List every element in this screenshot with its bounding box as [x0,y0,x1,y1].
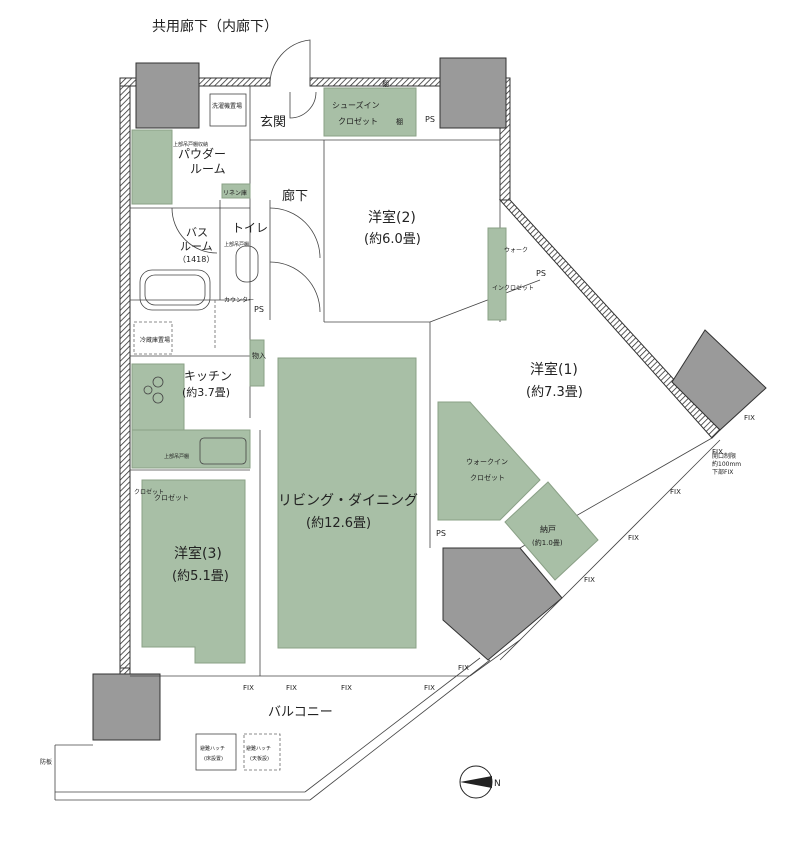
bath-label-2: ルーム [180,240,213,253]
fix-label-4: FIX [424,684,435,692]
kitchen-cabinet-label: 上部吊戸棚 [164,453,189,460]
shelf-label-a: 棚 [382,79,389,88]
kitchen-label: キッチン [184,369,232,383]
fixtures [133,93,281,771]
fix-label-6: FIX [584,576,595,584]
wic-label-1: ウォークイン [466,458,508,466]
toilet-storage-label: 上部吊戸棚 [224,241,249,248]
fridge-label: 冷蔵庫置場 [140,336,170,344]
powder-storage-label: 上部吊戸棚収納 [173,141,208,148]
ps-right-label: PS [536,269,546,278]
closet-ku-size-label: (約1.0畳) [532,538,563,547]
ldk-label: リビング・ダイニング [278,493,418,509]
fix-label-2: FIX [286,684,297,692]
room3-label: 洋室(3) [174,545,222,562]
north-label: N [494,779,501,789]
fix-label-9: FIX [712,448,723,456]
closet-small-label: クロゼット [134,488,164,496]
fix-label-8: FIX [670,488,681,496]
bath-size-label: （1418） [178,255,214,264]
ldk-size-label: (約12.6畳) [306,516,371,531]
window-note-3: 下部FIX [712,468,733,476]
floor-areas [131,87,599,664]
entrance-label: 玄関 [260,115,286,130]
hatch-1-label-b: (床設置) [204,755,223,762]
shoes-closet-label-2: クロゼット [338,116,378,126]
ps-top-label: PS [425,115,435,124]
room1-label: 洋室(1) [530,361,578,378]
closet-ku-label: 納戸 [540,524,556,534]
fix-label-10: FIX [744,414,755,422]
hatch-2-label-a: 避難ハッチ [246,745,271,752]
wic-label-2: クロゼット [470,473,505,482]
room-labels: 共用廊下（内廊下） 玄関 廊下 シューズイン クロゼット 棚 棚 PS 洗濯機置… [40,18,755,789]
fix-label-5: FIX [458,664,469,672]
fix-label-7: FIX [628,534,639,542]
room2-size-label: (約6.0畳) [364,232,421,247]
window-note-2: 約100mm [712,460,741,468]
pillars [92,57,767,741]
doors [171,39,321,350]
fence-label: 防板 [40,758,52,766]
window-note-1: 開口制限 [712,452,736,460]
hallway-label: 廊下 [282,188,308,204]
ps-bottom-label: PS [436,529,446,538]
room2-label: 洋室(2) [368,209,416,226]
shelf-label-b: 棚 [396,117,403,126]
ps-toilet-label: PS [254,305,264,314]
kitchen-size-label: (約3.7畳) [182,385,230,399]
fix-label-1: FIX [243,684,254,692]
powder-room-label-1: パウダー [178,146,226,161]
fix-label-3: FIX [341,684,352,692]
hatch-1-label-a: 避難ハッチ [200,745,225,752]
toilet-label: トイレ [232,221,268,235]
balcony-label: バルコニー [268,705,333,720]
corridor-label: 共用廊下（内廊下） [152,18,278,35]
shoes-closet-label-1: シューズイン [332,100,380,110]
closet-label: クロゼット [154,493,189,502]
room1-size-label: (約7.3畳) [526,385,583,400]
storage-label: 物入 [252,351,266,360]
counter-label: カウンター [224,296,254,304]
bath-label-1: バス [186,226,208,239]
hatch-2-label-b: (天板設) [250,755,269,762]
powder-room-label-2: ルーム [190,162,226,176]
wic-small-label-2: インクロゼット [492,284,534,292]
linen-label: リネン庫 [223,189,247,197]
washer-label: 洗濯機置場 [212,102,242,110]
north-arrow [459,765,493,799]
wic-small-label-1: ウォーク [504,246,528,254]
room3-size-label: (約5.1畳) [172,569,229,584]
